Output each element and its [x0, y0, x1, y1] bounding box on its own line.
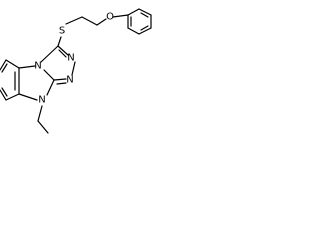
bond-benzo-double	[1, 87, 8, 97]
bond-phenyl-double	[140, 25, 149, 31]
triazole-n-top-label: N	[67, 53, 74, 64]
bond-imidazole	[18, 93, 38, 101]
bond-phenyl	[127, 27, 140, 35]
triazole-n-bottom-label: N	[66, 75, 73, 86]
bond-triazole-double	[56, 82, 67, 85]
bond-phenyl-double	[140, 12, 149, 18]
bond-network	[0, 8, 152, 134]
bond-benzo	[5, 93, 20, 101]
fusion-n-label: N	[34, 61, 41, 72]
bond-triazole	[53, 78, 67, 81]
bond-phenyl	[138, 27, 152, 35]
bond-phenyl	[138, 8, 152, 16]
ethyl-n-label: N	[38, 95, 45, 106]
bond-n-ch2	[37, 105, 43, 122]
bond-phenyl	[127, 8, 140, 16]
oxygen-atom-label: O	[106, 12, 114, 23]
bond-triazole	[71, 61, 76, 76]
bond-ch2-ch3	[37, 120, 49, 134]
bond-s-c	[57, 36, 62, 47]
bond-imidazole	[18, 65, 36, 69]
bond-ch2-ch2	[81, 16, 98, 26]
bond-benzo-double	[1, 63, 8, 73]
sulfur-atom-label: S	[59, 26, 65, 37]
atom-labels: S O N N N N	[34, 12, 114, 106]
bond-triazole	[43, 69, 55, 81]
molecule-structure: S O N N N N	[0, 8, 152, 134]
bond-o-phenyl	[112, 14, 129, 18]
bond-imidazole	[46, 79, 55, 96]
bond-benzo	[0, 59, 7, 71]
bond-triazole	[40, 45, 59, 63]
bond-triazole-double	[58, 49, 67, 58]
bond-triazole	[57, 45, 69, 56]
bond-ch2-o	[96, 18, 107, 26]
bond-benzo	[0, 89, 7, 101]
bond-benzo	[5, 59, 20, 69]
bond-s-ch2	[65, 16, 83, 25]
